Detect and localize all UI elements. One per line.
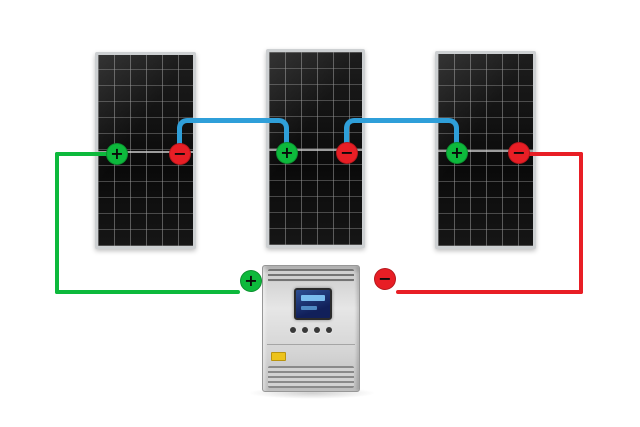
panel-3-positive-terminal: + [446, 142, 468, 164]
plus-symbol: + [244, 271, 258, 290]
series-wire-panel1-panel2 [177, 118, 289, 145]
plus-symbol: + [450, 143, 464, 162]
inverter-display-screen [294, 288, 332, 320]
inverter-button [302, 327, 308, 333]
inverter-panel-divider [267, 344, 355, 345]
plus-symbol: + [280, 143, 294, 162]
minus-symbol: − [378, 269, 392, 288]
panel-3-negative-terminal: − [508, 142, 530, 164]
inverter-button-row [263, 327, 359, 333]
panel-1-positive-terminal: + [106, 143, 128, 165]
inverter-button [314, 327, 320, 333]
inverter-top-vent [268, 269, 354, 282]
panel-2-busbar [269, 148, 362, 151]
negative-wire-top-segment [528, 152, 583, 156]
plus-symbol: + [110, 144, 124, 163]
display-readout-secondary [301, 306, 317, 310]
inverter-bottom-vent [268, 366, 354, 388]
minus-symbol: − [512, 143, 526, 162]
series-wire-panel2-panel3 [344, 118, 459, 145]
solar-panel-3 [435, 51, 536, 249]
panel-2-negative-terminal: − [336, 142, 358, 164]
inverter-negative-connector: − [374, 268, 396, 290]
panel-3-busbar [438, 150, 533, 152]
solar-inverter [262, 265, 360, 392]
panel-2-positive-terminal: + [276, 142, 298, 164]
negative-wire-vertical-segment [579, 152, 583, 294]
positive-wire-bottom-segment [55, 290, 240, 294]
display-readout [301, 295, 325, 301]
positive-wire-vertical-segment [55, 152, 59, 294]
panel-1-busbar [98, 150, 193, 153]
inverter-button [290, 327, 296, 333]
negative-wire-bottom-segment [396, 290, 583, 294]
panel-1-negative-terminal: − [169, 143, 191, 165]
inverter-positive-connector: + [240, 270, 262, 292]
minus-symbol: − [340, 143, 354, 162]
inverter-button [326, 327, 332, 333]
warning-sticker [271, 352, 286, 361]
minus-symbol: − [173, 144, 187, 163]
positive-wire-top-segment [55, 152, 112, 156]
